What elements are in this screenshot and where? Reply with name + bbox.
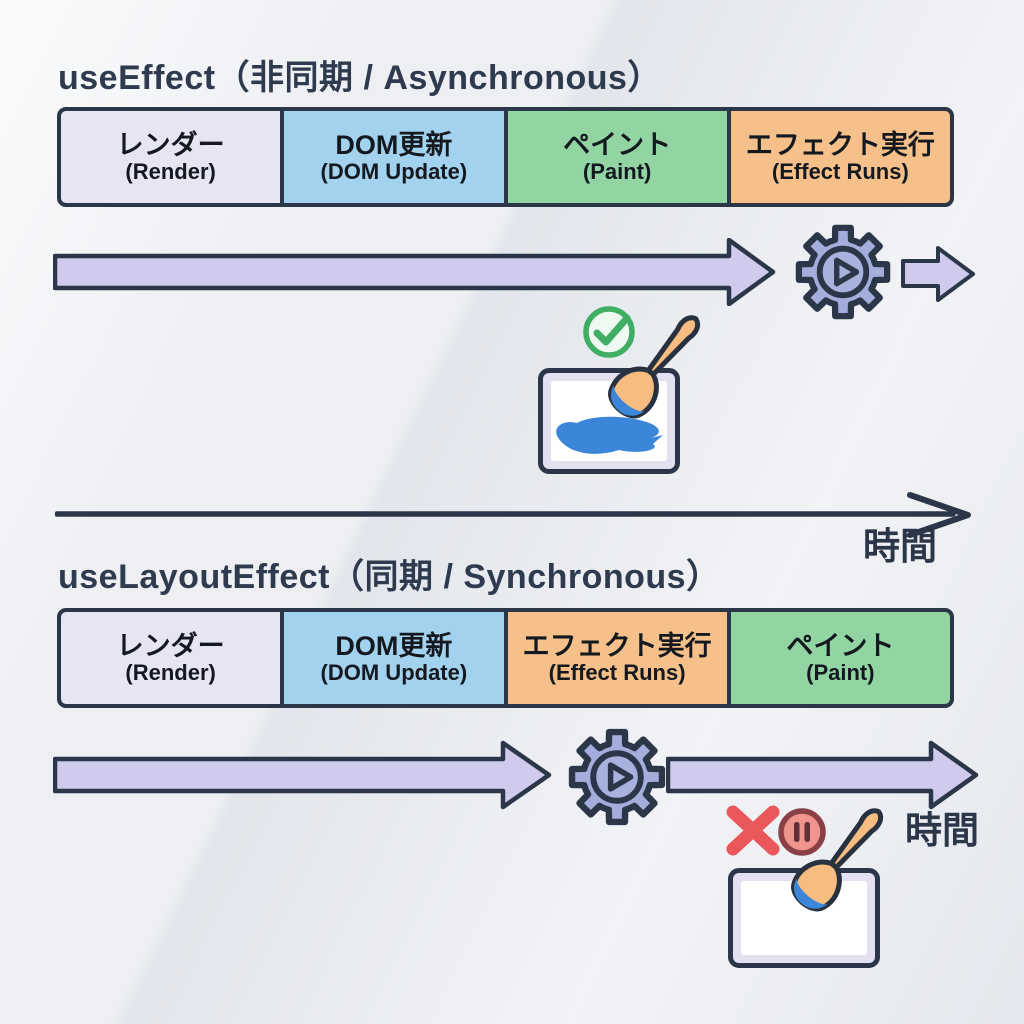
time-axis-label: 時間 (905, 810, 979, 851)
phase-label-en: (DOM Update) (320, 158, 468, 184)
phase-render: レンダー (Render) (61, 111, 285, 203)
phase-label-en: (Paint) (582, 158, 652, 184)
phase-label-jp: エフェクト実行 (745, 129, 935, 160)
phase-label-jp: DOM更新 (335, 630, 453, 661)
paintbrush-icon (608, 315, 701, 419)
phase-label-jp: レンダー (116, 129, 225, 160)
phase-dom-update: DOM更新 (DOM Update) (284, 612, 508, 704)
flow-arrow-icon (53, 740, 552, 810)
flow-arrow-icon (53, 238, 776, 306)
flow-arrow-icon (666, 740, 979, 810)
phase-dom-update: DOM更新 (DOM Update) (284, 111, 508, 203)
phase-paint: ペイント (Paint) (730, 612, 950, 704)
time-axis-arrow-icon (55, 492, 971, 538)
phase-render: レンダー (Render) (61, 612, 285, 704)
red-x-icon (726, 805, 780, 856)
paint-canvas-icon (728, 868, 880, 968)
phase-label-jp: エフェクト実行 (522, 630, 712, 661)
phase-label-en: (DOM Update) (320, 659, 468, 685)
phase-label-en: (Render) (125, 659, 216, 685)
section-title-useeffect: useEffect（非同期 / Asynchronous） (58, 59, 662, 97)
timeline-bar-useeffect: レンダー (Render) DOM更新 (DOM Update) ペイント (P… (57, 107, 954, 207)
phase-paint: ペイント (Paint) (507, 111, 731, 203)
paintbrush-icon (791, 808, 884, 912)
gear-with-play-icon (795, 224, 891, 320)
phase-effect-runs: エフェクト実行 (Effect Runs) (507, 612, 731, 704)
gear-with-play-icon (568, 728, 666, 826)
check-circle-icon (583, 306, 635, 358)
paint-stroke (556, 416, 663, 454)
phase-label-jp: ペイント (786, 630, 895, 661)
flow-arrow-icon (901, 246, 975, 302)
section-title-uselayouteffect: useLayoutEffect（同期 / Synchronous） (58, 558, 721, 596)
phase-label-jp: レンダー (116, 630, 225, 661)
timeline-bar-uselayouteffect: レンダー (Render) DOM更新 (DOM Update) エフェクト実行… (57, 608, 954, 708)
time-axis-label: 時間 (863, 526, 937, 567)
phase-label-jp: DOM更新 (335, 129, 453, 160)
phase-effect-runs: エフェクト実行 (Effect Runs) (730, 111, 950, 203)
pause-circle-icon (778, 808, 826, 856)
phase-label-en: (Effect Runs) (548, 659, 686, 685)
phase-label-en: (Render) (125, 158, 216, 184)
phase-label-en: (Paint) (806, 659, 875, 685)
phase-label-jp: ペイント (563, 129, 672, 160)
phase-label-en: (Effect Runs) (771, 158, 909, 184)
